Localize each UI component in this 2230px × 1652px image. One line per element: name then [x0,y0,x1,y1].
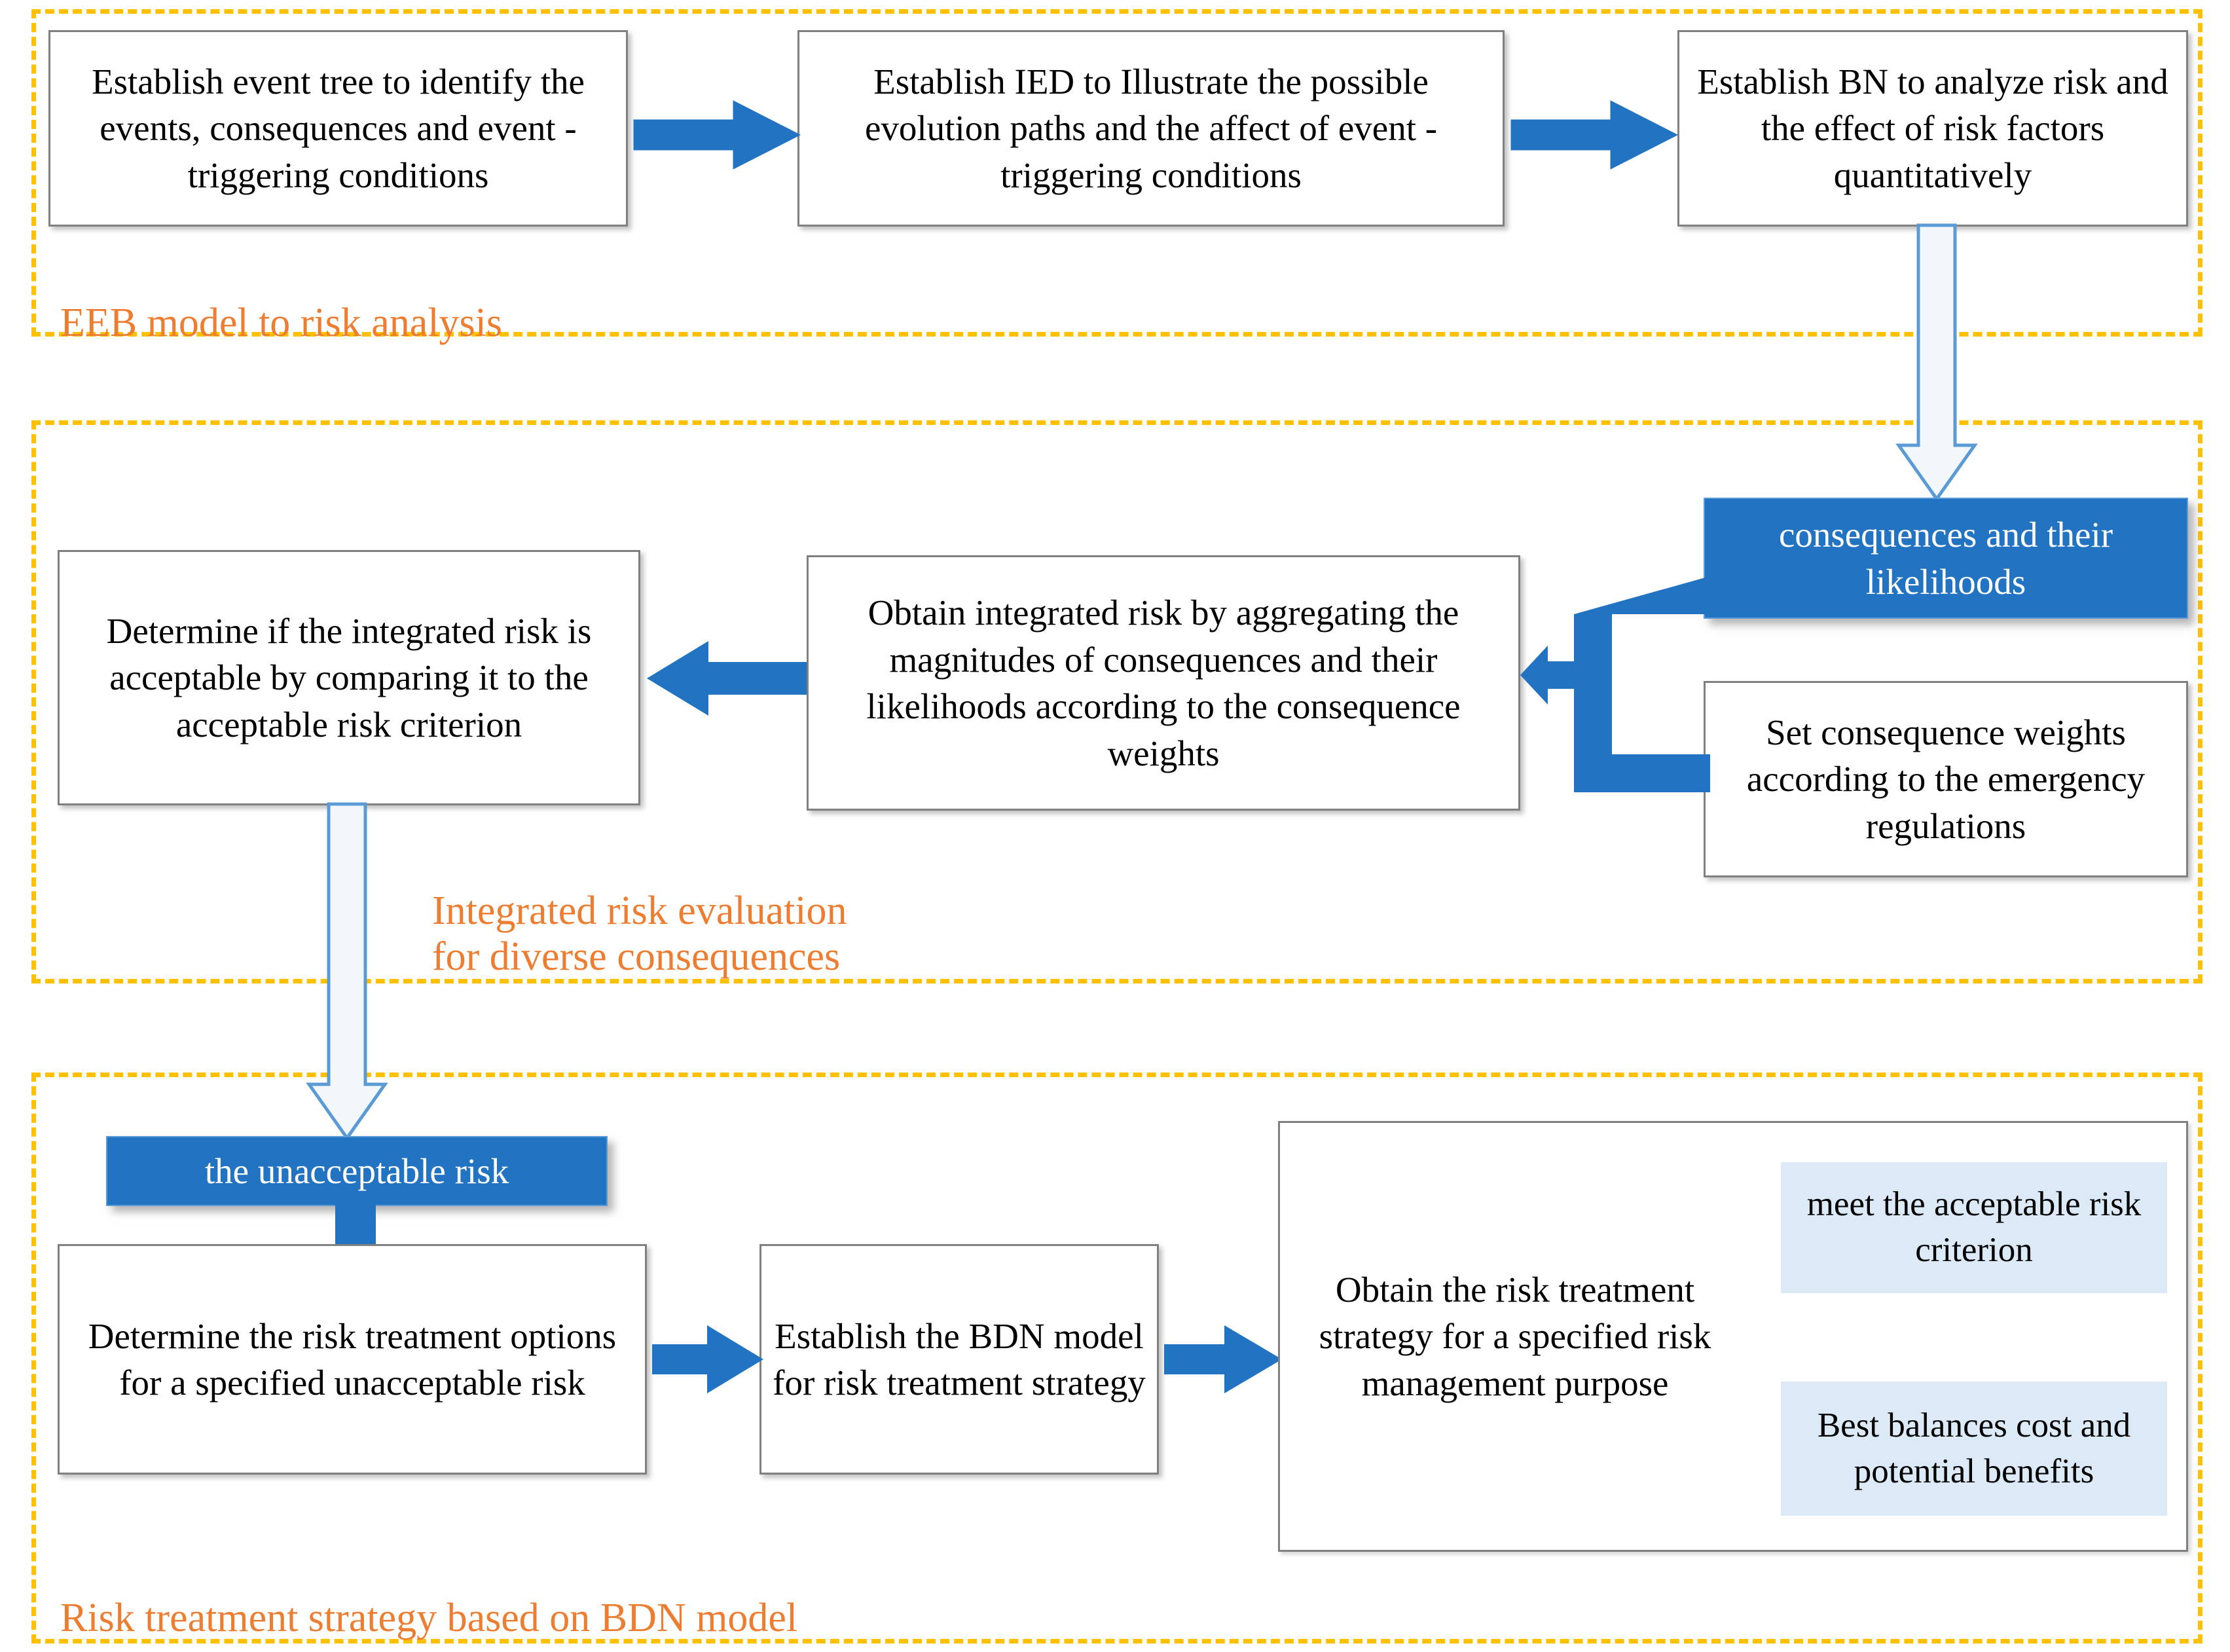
group-frame-evaluation [31,420,2203,983]
arrow-merge-bracket-to-integrated-risk [1520,563,1717,805]
box-unacceptable-risk-label: the unacceptable risk [204,1150,509,1191]
arrow-options-to-bdn [652,1323,765,1396]
box-establish-bdn[interactable]: Establish the BDN model for risk treatme… [759,1244,1159,1475]
box-ied[interactable]: Establish IED to Illustrate the possible… [797,30,1505,227]
group-frame-treatment [31,1073,2203,1643]
arrow-determine-to-unacceptable [306,802,393,1141]
box-meet-criterion-label: meet the acceptable risk criterion [1806,1185,2142,1269]
box-bn[interactable]: Establish BN to analyze risk and the eff… [1677,30,2188,227]
group-caption-treatment-label: Risk treatment strategy based on BDN mod… [60,1596,798,1641]
box-determine-options[interactable]: Determine the risk treatment options for… [58,1244,647,1475]
box-event-tree-label: Establish event tree to identify the eve… [92,61,585,195]
box-integrated-risk-label: Obtain integrated risk by aggregating th… [866,593,1461,773]
box-establish-bdn-label: Establish the BDN model for risk treatme… [773,1315,1146,1403]
box-event-tree[interactable]: Establish event tree to identify the eve… [48,30,628,227]
group-caption-eeb-label: EEB model to risk analysis [60,301,503,346]
box-ied-label: Establish IED to Illustrate the possible… [864,61,1438,195]
box-determine-options-label: Determine the risk treatment options for… [88,1315,617,1403]
arrow-integrated-risk-to-determine [646,638,807,718]
arrow-ied-to-bn [1510,98,1679,172]
box-determine-acceptable-label: Determine if the integrated risk is acce… [106,610,592,744]
arrow-bn-to-consequences [1895,223,1983,502]
box-consequence-weights-label: Set consequence weights according to the… [1746,712,2146,846]
arrow-event-tree-to-ied [633,98,801,172]
box-consequence-weights[interactable]: Set consequence weights according to the… [1704,681,2188,877]
group-caption-evaluation-label: Integrated risk evaluation for diverse c… [432,889,847,979]
box-best-balances[interactable]: Best balances cost and potential benefit… [1781,1382,2167,1516]
group-caption-eeb: EEB model to risk analysis [60,255,846,346]
box-meet-criterion[interactable]: meet the acceptable risk criterion [1781,1162,2167,1293]
box-consequences-likelihoods[interactable]: consequences and their likelihoods [1704,498,2188,619]
box-obtain-strategy-label: Obtain the risk treatment strategy for a… [1319,1269,1711,1403]
box-integrated-risk[interactable]: Obtain integrated risk by aggregating th… [807,555,1520,811]
box-best-balances-label: Best balances cost and potential benefit… [1817,1406,2131,1490]
box-consequences-likelihoods-label: consequences and their likelihoods [1778,515,2113,602]
group-frame-eeb [31,9,2203,337]
arrow-bdn-to-strategy [1164,1323,1283,1396]
box-unacceptable-risk[interactable]: the unacceptable risk [106,1136,608,1206]
group-caption-treatment: Risk treatment strategy based on BDN mod… [60,1551,1239,1642]
box-determine-acceptable[interactable]: Determine if the integrated risk is acce… [58,550,640,805]
group-caption-evaluation: Integrated risk evaluation for diverse c… [432,843,1218,980]
box-bn-label: Establish BN to analyze risk and the eff… [1697,61,2168,195]
